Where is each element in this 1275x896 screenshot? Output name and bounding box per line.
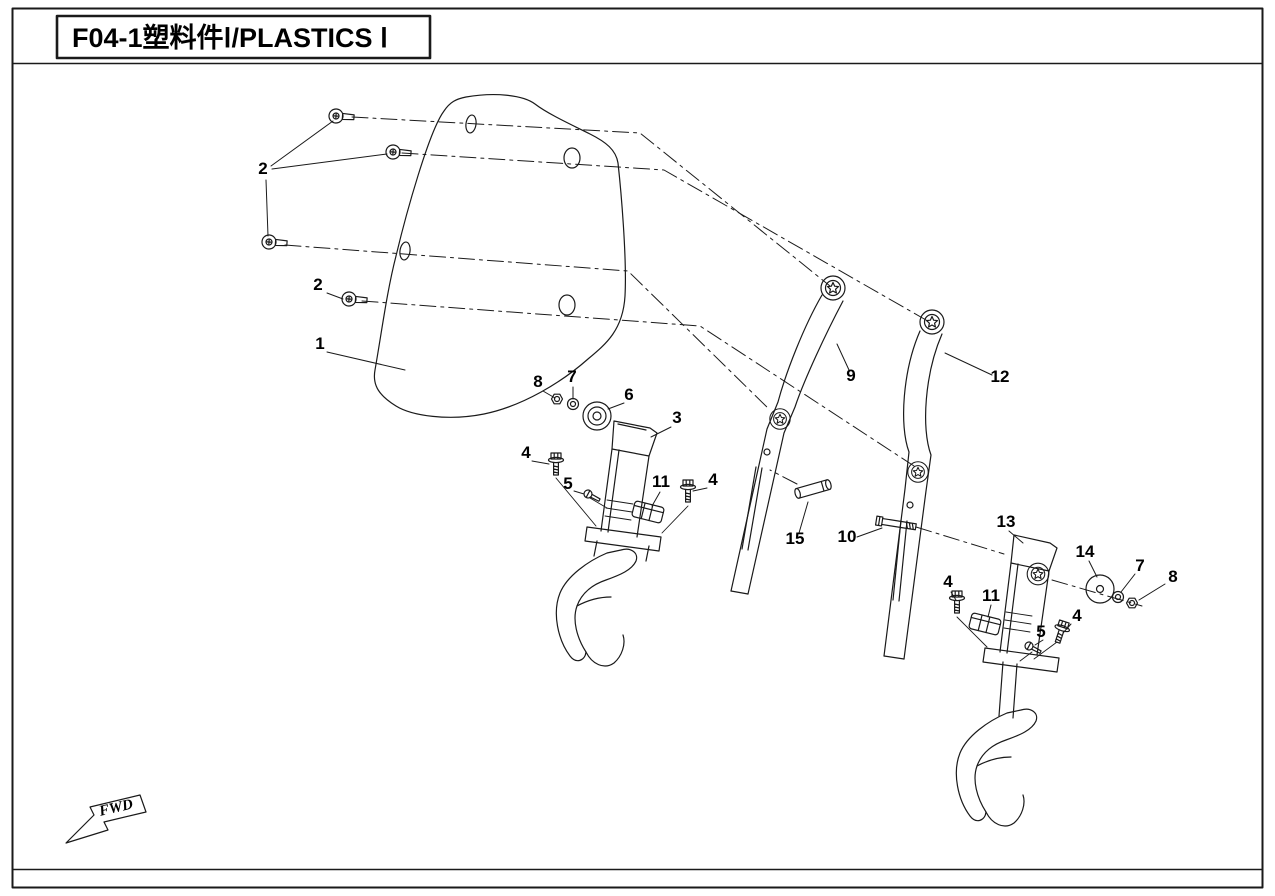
windshield-screws-part-2 <box>260 107 413 308</box>
arm-part-9 <box>730 275 846 595</box>
part-label-4: 4 <box>521 443 531 462</box>
part-label-7: 7 <box>1135 556 1144 575</box>
leader-lines <box>265 120 1166 662</box>
title-box: F04-1塑料件Ⅰ/PLASTICS Ⅰ <box>55 14 432 60</box>
page-title: F04-1塑料件Ⅰ/PLASTICS Ⅰ <box>72 23 388 53</box>
part-label-9: 9 <box>846 366 855 385</box>
spline-pivot-icon <box>1026 562 1050 586</box>
part-label-7: 7 <box>567 367 576 386</box>
page-border <box>11 7 1264 889</box>
part-label-3: 3 <box>672 408 681 427</box>
spline-pivot-icon <box>907 461 929 483</box>
part-label-14: 14 <box>1076 542 1095 561</box>
screw-part-2 <box>260 233 289 251</box>
hardware <box>547 393 1139 657</box>
fwd-arrow: FWD <box>65 794 147 844</box>
screw-part-2 <box>384 143 413 161</box>
fork-end <box>555 548 638 667</box>
windshield-part-1 <box>373 93 626 418</box>
part-label-2: 2 <box>258 159 267 178</box>
part-label-4: 4 <box>1072 606 1082 625</box>
part-label-8: 8 <box>533 372 542 391</box>
bracket-part-3 <box>555 420 662 667</box>
part-label-2: 2 <box>313 275 322 294</box>
part-label-12: 12 <box>991 367 1010 386</box>
part-label-15: 15 <box>786 529 805 548</box>
part-label-5: 5 <box>563 474 572 493</box>
centerlines <box>284 116 1143 607</box>
bolt-part-4 <box>948 590 966 614</box>
spline-pivot-icon <box>769 408 791 430</box>
washer-part-7 <box>566 397 580 411</box>
washer-part-7 <box>1111 590 1125 604</box>
part-label-5: 5 <box>1036 622 1045 641</box>
part-label-6: 6 <box>624 385 633 404</box>
fork-end <box>955 708 1038 827</box>
block-part-11 <box>967 612 1003 636</box>
disc-part-14 <box>1085 574 1115 604</box>
part-label-11: 11 <box>652 472 670 491</box>
screw-part-5 <box>581 487 602 505</box>
part-label-1: 1 <box>315 334 324 353</box>
fwd-label: FWD <box>97 796 135 820</box>
arm-part-12 <box>883 309 945 660</box>
part-label-11: 11 <box>982 586 1000 605</box>
spline-pivot-icon <box>820 275 846 301</box>
spline-pivot-icon <box>919 309 945 335</box>
part-label-8: 8 <box>1168 567 1177 586</box>
bushing-part-6 <box>582 401 612 431</box>
part-label-4: 4 <box>943 572 953 591</box>
screw-part-2 <box>340 290 369 308</box>
nut-part-8 <box>550 393 564 405</box>
title-box-frame <box>55 14 432 60</box>
part-label-10: 10 <box>838 527 857 546</box>
bracket-part-13 <box>955 534 1060 827</box>
part-label-4: 4 <box>708 470 718 489</box>
bolt-part-4 <box>547 452 565 476</box>
bolt-part-10 <box>874 515 918 532</box>
part-label-13: 13 <box>997 512 1016 531</box>
bolt-part-4 <box>1049 618 1073 646</box>
pin-part-15 <box>793 478 833 500</box>
block-part-11 <box>630 500 666 524</box>
nut-part-8 <box>1125 597 1139 609</box>
part-labels-layer: 2 2 1 8 7 6 3 4 5 11 4 9 12 15 10 13 4 14 7 8 11 5 4 <box>258 159 1177 641</box>
